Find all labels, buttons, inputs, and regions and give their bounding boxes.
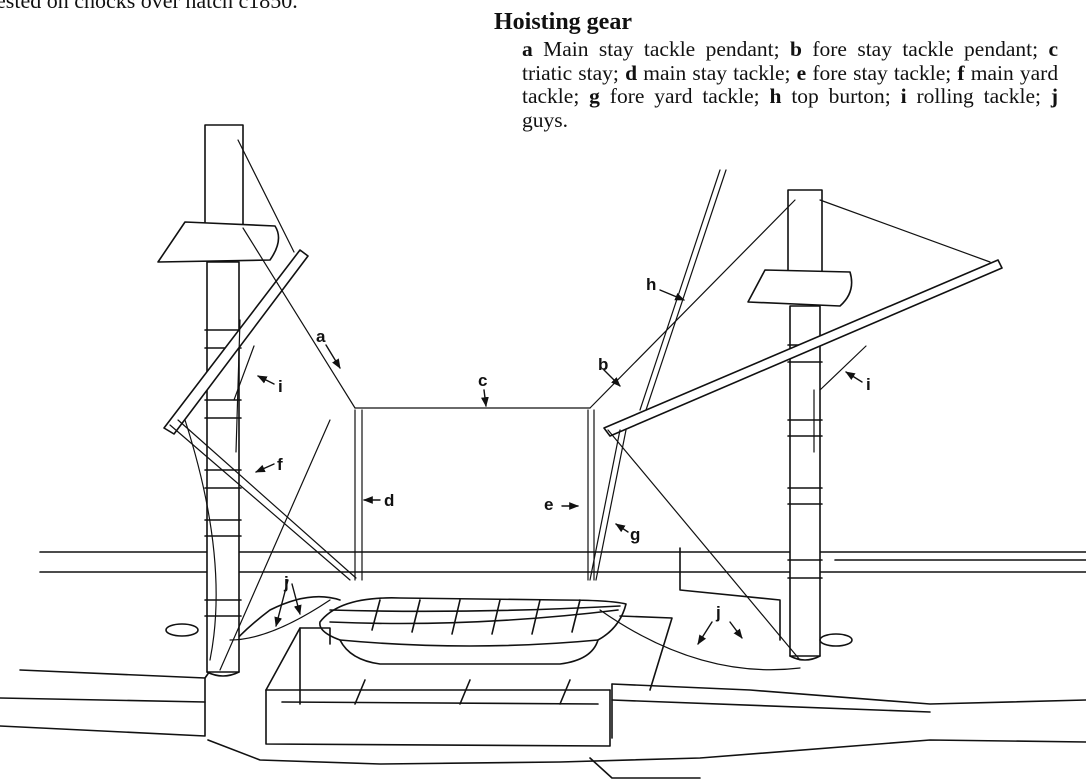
- legend-key-i: i: [900, 84, 907, 108]
- legend-key-g: g: [589, 84, 600, 108]
- label-h: h: [646, 275, 656, 294]
- label-arrows: [255, 289, 863, 645]
- legend-text-e: fore stay tackle;: [812, 60, 952, 85]
- caption-legend: a Main stay tackle pendant; b fore stay …: [522, 37, 1059, 132]
- label-a: a: [316, 327, 326, 346]
- fore-mast: [747, 189, 853, 661]
- caption-title: Hoisting gear: [494, 9, 632, 35]
- legend-text-i: rolling tackle;: [916, 84, 1041, 108]
- legend-text-b: fore stay tackle pendant;: [812, 37, 1039, 61]
- top-caption: ested on chocks over hatch c1850.: [0, 0, 298, 13]
- rigging: [169, 139, 991, 671]
- main-mast: [157, 124, 280, 677]
- label-f: f: [277, 455, 283, 474]
- legend-key-c: c: [1048, 37, 1058, 61]
- label-g: g: [630, 525, 640, 544]
- label-b: b: [598, 355, 608, 374]
- label-i-main: i: [278, 377, 283, 396]
- label-j-fore: j: [715, 603, 721, 622]
- legend-text-d: main stay tackle;: [643, 60, 791, 85]
- main-yard: [163, 249, 309, 435]
- legend-key-f: f: [957, 60, 965, 85]
- legend-key-h: h: [769, 84, 782, 108]
- hatch: [265, 615, 701, 779]
- boat: [319, 597, 627, 665]
- legend-key-d: d: [625, 60, 638, 85]
- label-d: d: [384, 491, 394, 510]
- legend-text-c: triatic stay;: [522, 60, 619, 85]
- caption-block: Hoisting gear a Main stay tackle pendant…: [494, 8, 1058, 132]
- legend-key-b: b: [790, 37, 802, 61]
- legend-text-g: fore yard tackle;: [609, 84, 760, 108]
- fore-yard: [603, 259, 1003, 437]
- label-e: e: [544, 495, 553, 514]
- legend-text-j: guys.: [522, 107, 568, 132]
- legend-key-j: j: [1050, 84, 1058, 108]
- legend-text-f: main yard tackle;: [522, 60, 1059, 108]
- legend-key-a: a: [522, 37, 533, 61]
- legend-key-e: e: [796, 60, 807, 85]
- label-i-fore: i: [866, 375, 871, 394]
- legend-text-a: Main stay tackle pendant;: [543, 37, 780, 61]
- label-c: c: [478, 371, 487, 390]
- legend-text-h: top burton;: [791, 84, 891, 108]
- deck: [0, 547, 1086, 765]
- rope-coil-right: [819, 633, 853, 647]
- rope-coil-left: [165, 623, 199, 637]
- label-j-main: j: [283, 573, 289, 592]
